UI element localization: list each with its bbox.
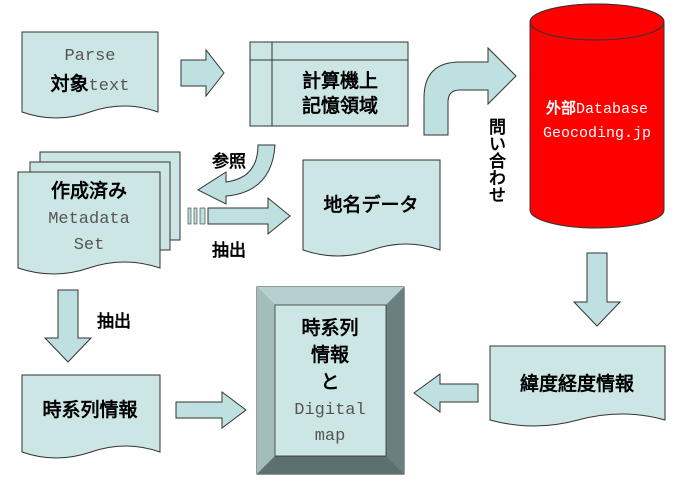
metadata-set-node: 作成済み Metadata Set: [17, 151, 181, 275]
extract-label-down: 抽出: [97, 311, 131, 332]
geocoding-label: Geocoding.jp: [543, 125, 651, 142]
arrow-parse-to-memory: [180, 48, 225, 98]
map-line5: map: [315, 427, 346, 446]
memory-line2: 記憶領域: [302, 94, 378, 117]
parse-label: Parse: [64, 47, 115, 66]
metadata-line3: Set: [74, 236, 105, 255]
parse-target-text-label: 対象text: [50, 72, 130, 96]
map-line2: 情報: [311, 343, 350, 366]
map-line4: Digital: [294, 401, 365, 420]
arrow-memory-to-database: [423, 46, 517, 136]
database-label: 外部Database: [545, 99, 648, 118]
map-line1: 時系列: [301, 317, 358, 339]
metadata-line1: 作成済み: [51, 179, 127, 202]
query-label: 問い合わせ: [485, 118, 506, 203]
arrow-extract-down: [43, 289, 93, 363]
timeseries-label: 時系列情報: [42, 398, 138, 421]
placename-label: 地名データ: [323, 193, 418, 216]
metadata-line2: Metadata: [48, 210, 130, 229]
timeseries-node: 時系列情報: [21, 374, 161, 459]
extract-label-right: 抽出: [212, 240, 246, 261]
digital-map-node: 時系列 情報 と Digital map: [256, 286, 405, 475]
computer-memory-node: 計算機上 記憶領域: [249, 41, 409, 127]
arrow-reference: [196, 144, 276, 205]
arrow-timeseries-to-map: [175, 391, 247, 429]
parse-target-text-node: Parse 対象text: [21, 31, 159, 119]
external-database-cylinder: 外部Database Geocoding.jp: [529, 3, 665, 229]
arrow-latlon-to-map: [413, 373, 479, 413]
arrow-extract-to-placename: [187, 196, 291, 236]
placename-data-node: 地名データ: [302, 159, 441, 257]
arrow-database-to-latlon: [572, 252, 622, 327]
latlon-label: 緯度経度情報: [520, 372, 635, 395]
reference-label: 参照: [212, 151, 246, 172]
latlon-info-node: 緯度経度情報: [489, 345, 666, 427]
memory-line1: 計算機上: [302, 69, 378, 92]
map-line3: と: [320, 371, 339, 393]
